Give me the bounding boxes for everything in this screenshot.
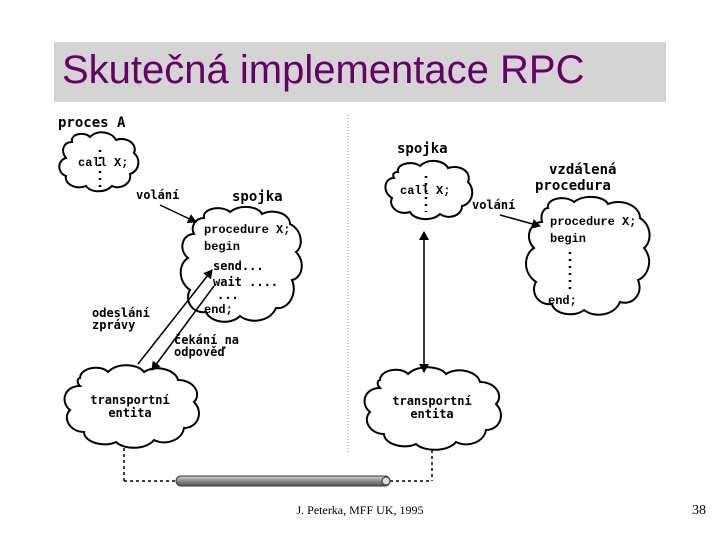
- wait-label-2: odpověď: [174, 345, 226, 359]
- remote-code-3: end;: [548, 294, 577, 308]
- process-a-cloud: [58, 131, 140, 193]
- send-label-1: odeslání: [92, 306, 150, 320]
- remote-code-2: begin: [550, 232, 586, 246]
- left-call-label: volání: [136, 188, 179, 202]
- right-call-label: volání: [472, 198, 515, 212]
- footer-credit: J. Peterka, MFF UK, 1995: [296, 503, 424, 517]
- network-cable-end: [381, 476, 391, 486]
- page-number: 38: [692, 503, 706, 518]
- remote-label-1: vzdálená: [549, 162, 616, 178]
- left-stub-code-5: ...: [217, 288, 239, 302]
- send-label-2: zprávy: [92, 318, 135, 332]
- right-transport-label-1: transportní: [392, 394, 471, 408]
- wait-label-1: čekání na: [174, 333, 239, 347]
- left-stub-code-3: send...: [213, 259, 264, 273]
- rpc-diagram: proces A call X; volání spojka procedure…: [58, 115, 651, 487]
- page-title: Skutečná implementace RPC: [62, 48, 585, 92]
- process-a-label: proces A: [58, 115, 126, 131]
- left-stub-code-4: wait ....: [213, 275, 278, 289]
- left-transport-cloud: [63, 364, 200, 449]
- title-bar: Skutečná implementace RPC: [54, 42, 666, 102]
- right-stub-label: spojka: [397, 141, 448, 157]
- left-transport-label-1: transportní: [90, 393, 169, 407]
- network-cable: [175, 475, 391, 487]
- left-stub-code-6: end;: [204, 303, 233, 317]
- remote-label-2: procedura: [535, 178, 611, 194]
- left-stub-code-1: procedure X;: [204, 223, 290, 237]
- right-stub-cloud: [384, 160, 474, 220]
- left-transport-label-2: entita: [108, 406, 151, 420]
- wait-arrow: [151, 285, 215, 371]
- remote-procedure-cloud: [525, 196, 651, 316]
- left-call-arrow: [159, 204, 197, 224]
- left-stub-cloud: [179, 206, 303, 323]
- send-arrow: [137, 269, 213, 365]
- left-stub-label: spojka: [232, 189, 283, 205]
- right-transport-label-2: entita: [410, 407, 453, 421]
- remote-code-1: procedure X;: [550, 215, 636, 229]
- left-stub-code-2: begin: [204, 240, 240, 254]
- right-transport-cloud: [363, 366, 502, 451]
- left-call-line: call X;: [78, 156, 128, 170]
